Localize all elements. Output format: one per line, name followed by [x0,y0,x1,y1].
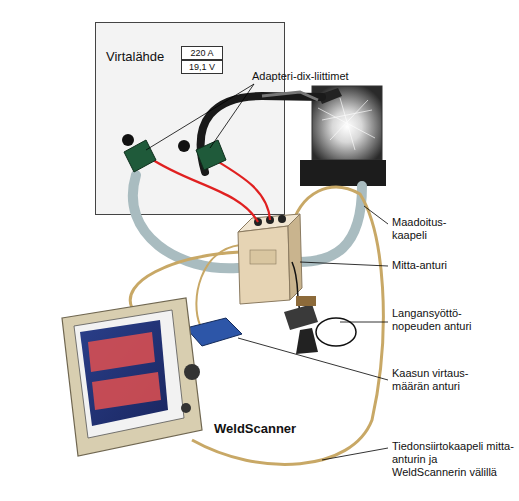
weldscanner-device [92,372,161,410]
leader-lines [238,338,388,380]
callout-label: Kaasun virtaus- määrän anturi [392,367,472,393]
measure-sensor [250,250,276,264]
callout-label: Maadoitus- kaapeli [392,216,454,242]
weldscanner-device [80,320,168,426]
wire-feed-sensor [296,296,316,306]
power-source-box: Virtalähde 220 A 19,1 V [95,22,285,215]
leader-lines [364,206,388,224]
weldscanner-device [74,310,184,438]
weld-scene [318,98,375,150]
data-cable [196,245,240,325]
data-cable [192,187,383,464]
callout-label: Langansyöttö- nopeuden anturi [392,307,480,333]
device-name: WeldScanner [214,421,314,437]
weldscanner-device [62,298,202,456]
box-title: Virtalähde [106,49,164,65]
measure-sensor [254,218,262,226]
weld-scene [318,88,342,104]
wire-feed-sensor [296,328,318,354]
weldscanner-device [181,403,191,413]
display-value: 19,1 V [182,61,222,73]
wire-feed-sensor [284,262,356,354]
leader-lines [340,322,388,323]
measure-sensor [288,214,302,300]
weld-scene [300,86,386,186]
measure-sensor [266,216,274,224]
ground-cables [298,186,362,262]
gas-flow-sensor [170,318,242,346]
leader-lines [322,448,388,460]
measure-sensor [238,214,302,304]
measure-sensor [278,215,286,223]
weldscanner-device [184,364,200,380]
display-box: 220 A [181,46,223,60]
weld-scene [300,160,386,186]
wire-feed-sensor [292,262,300,310]
wire-feed-sensor [284,304,318,330]
callout-label: Tiedonsiirtokaapeli mitta-anturin ja Wel… [392,440,514,479]
data-cable [130,252,240,308]
weld-scene [312,86,382,160]
measure-sensor [238,226,290,304]
display-value: 220 A [182,47,222,59]
measure-sensor [238,214,300,232]
gas-flow-sensor [170,332,188,336]
callout-label: Adapteri-dix-liittimet [252,70,377,83]
wire-feed-sensor [316,318,356,346]
gas-flow-sensor [186,318,242,346]
weldscanner-device [88,332,155,372]
weldscanner-device [62,298,202,456]
callout-label: Mitta-anturi [392,259,482,272]
data-cable [130,187,383,464]
leader-lines [300,262,388,266]
display-box: 19,1 V [181,60,223,74]
